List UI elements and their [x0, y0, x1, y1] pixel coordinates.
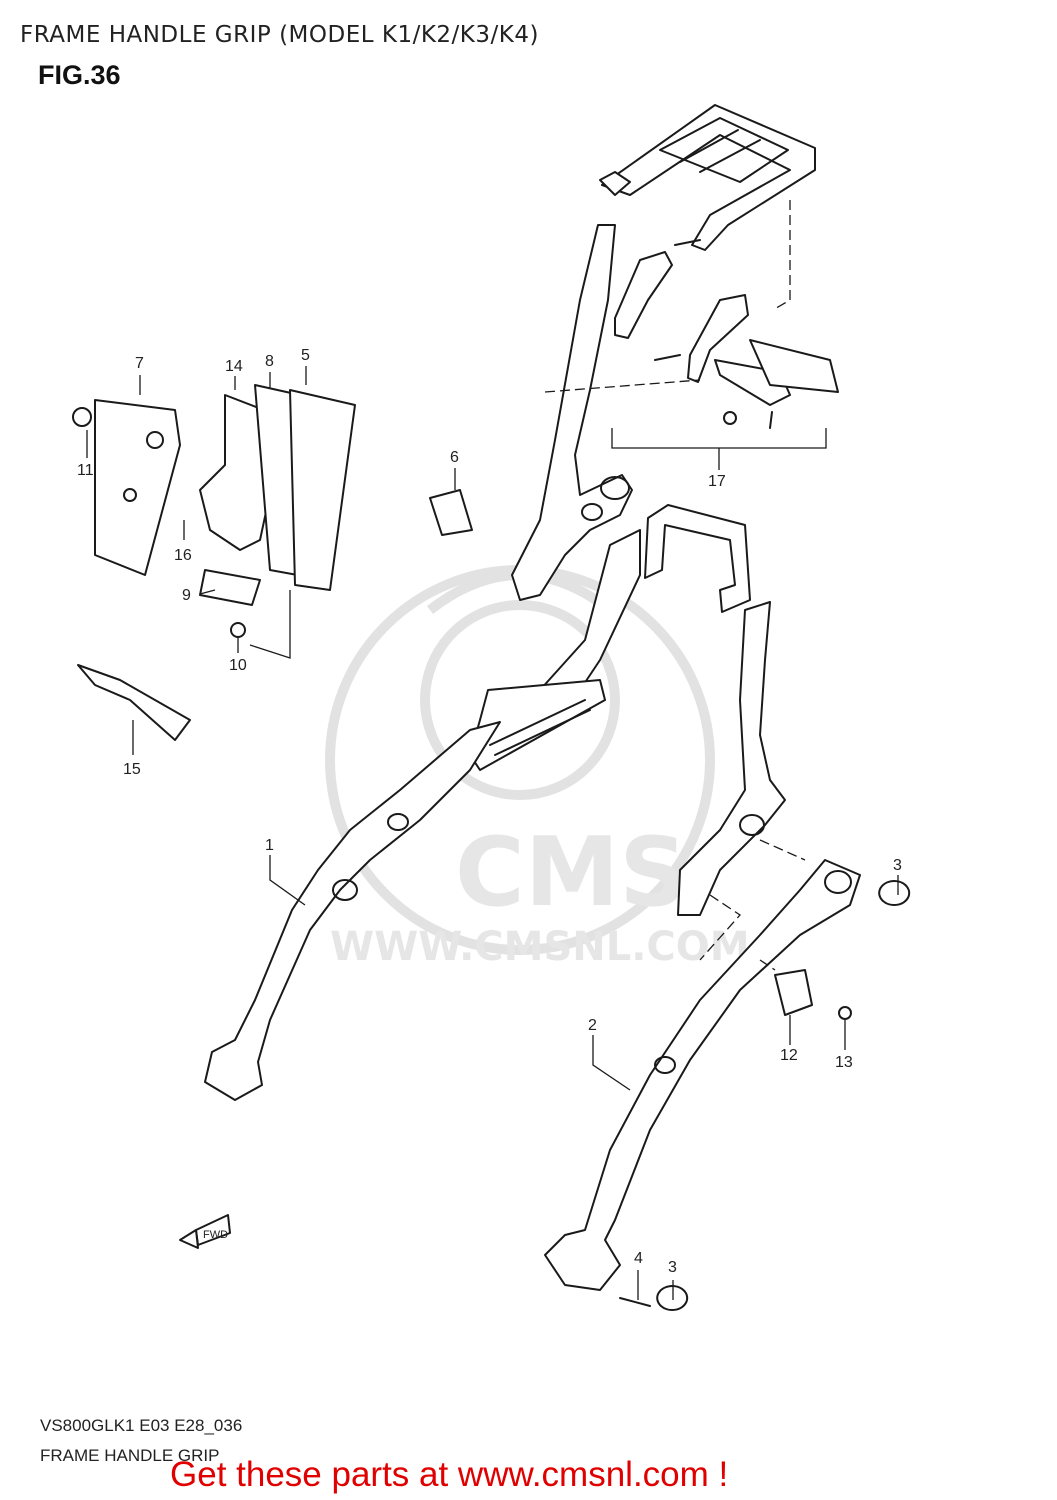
cta-link[interactable]: Get these parts at www.cmsnl.com !	[170, 1455, 729, 1494]
callout-11: 11	[77, 462, 94, 479]
callout-2: 2	[588, 1017, 597, 1034]
handle-rail-right	[544, 859, 861, 1291]
watermark-logo-text: CMS	[455, 818, 688, 928]
diagram-code: VS800GLK1 E03 E28_036	[40, 1416, 243, 1435]
leader-lines	[86, 366, 899, 1300]
diagram-subtitle: FRAME HANDLE GRIP	[40, 1446, 220, 1465]
rear-frame	[511, 224, 633, 601]
fwd-label: FWD	[203, 1229, 228, 1241]
callout-8: 8	[265, 353, 274, 370]
callout-12: 12	[780, 1047, 798, 1064]
small-parts: FWD	[72, 384, 911, 1312]
callout-9: 9	[182, 587, 191, 604]
dashed-guides	[544, 200, 806, 971]
callout-16: 16	[174, 547, 192, 564]
callout-17: 17	[708, 473, 726, 490]
callout-1: 1	[265, 837, 274, 854]
callout-13: 13	[835, 1054, 853, 1071]
callout-15: 15	[123, 761, 141, 778]
callout-3b: 3	[668, 1259, 677, 1276]
handle-rail-left	[204, 721, 501, 1101]
callout-5: 5	[301, 347, 310, 364]
callout-7: 7	[135, 355, 144, 372]
callout-10: 10	[229, 657, 247, 674]
callout-3a: 3	[893, 857, 902, 874]
backrest-frame	[539, 504, 786, 916]
callout-14: 14	[225, 358, 243, 375]
figure-number: FIG.36	[38, 60, 121, 90]
callout-4: 4	[634, 1250, 643, 1267]
luggage-rack	[599, 104, 839, 429]
watermark-logo: CMS WWW.CMSNL.COM	[325, 565, 750, 970]
callout-6: 6	[450, 449, 459, 466]
watermark-url: WWW.CMSNL.COM	[330, 924, 750, 970]
page-title: FRAME HANDLE GRIP (MODEL K1/K2/K3/K4)	[20, 22, 539, 48]
seat-bracket	[469, 679, 606, 771]
